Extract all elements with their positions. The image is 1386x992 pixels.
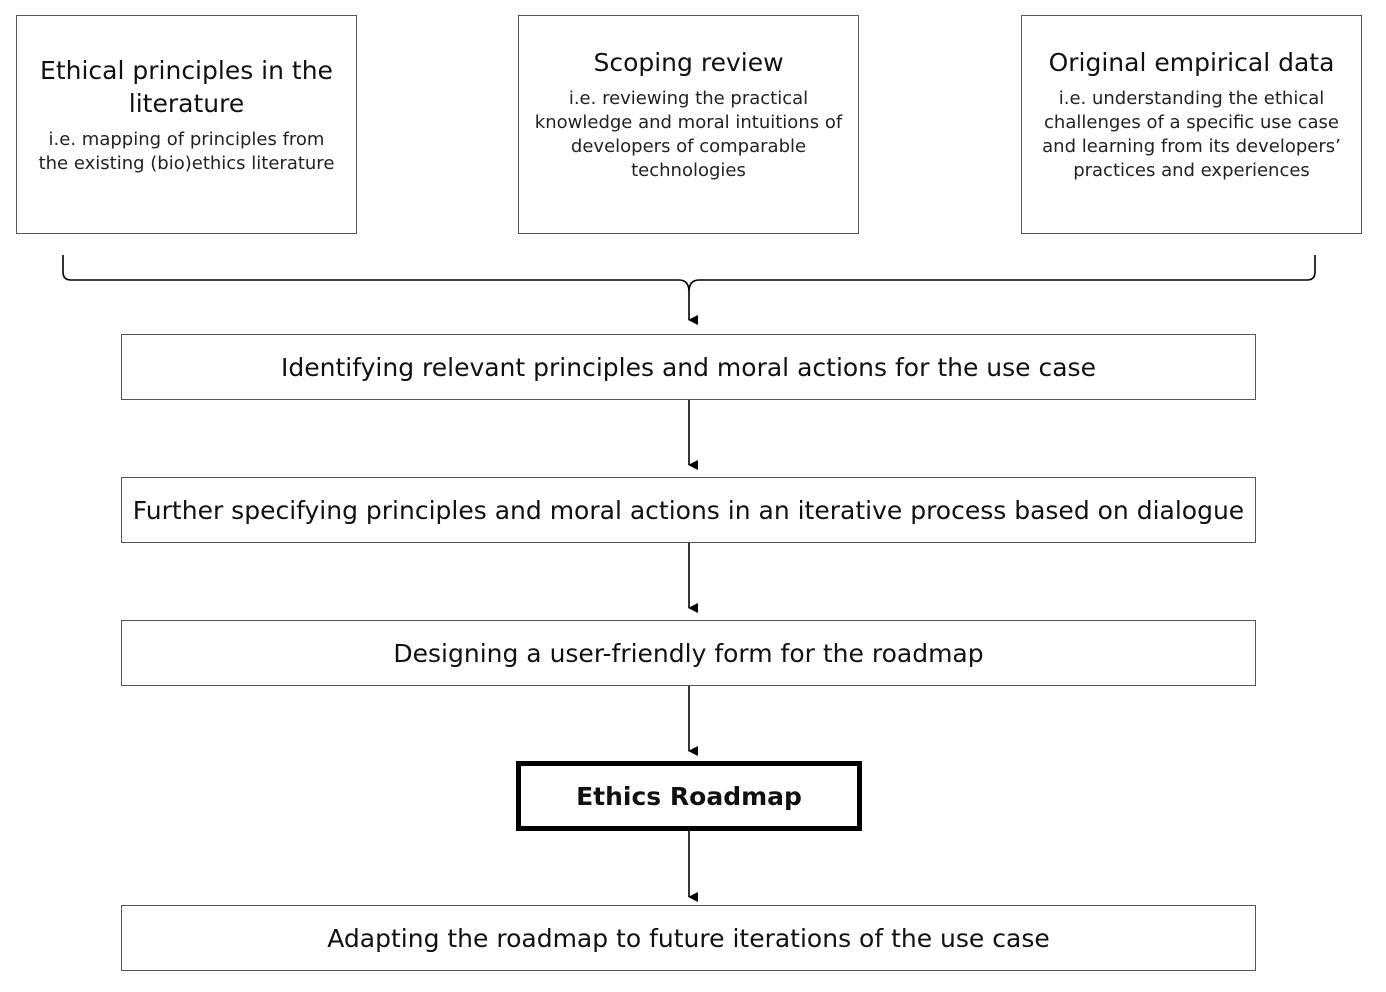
step-design-box: Designing a user-friendly form for the r… xyxy=(121,620,1256,686)
step-adapt-label: Adapting the roadmap to future iteration… xyxy=(327,923,1050,953)
step-identify-box: Identifying relevant principles and mora… xyxy=(121,334,1256,400)
ethics-roadmap-box: Ethics Roadmap xyxy=(516,761,862,831)
step-identify-label: Identifying relevant principles and mora… xyxy=(281,352,1096,382)
ethics-roadmap-label: Ethics Roadmap xyxy=(576,781,802,811)
step-design-label: Designing a user-friendly form for the r… xyxy=(393,638,984,668)
source-desc-empirical-data: i.e. understanding the ethical challenge… xyxy=(1042,88,1341,181)
source-box-literature: Ethical principles in the literature i.e… xyxy=(16,15,357,234)
source-title-empirical-data: Original empirical data xyxy=(1048,48,1335,77)
step-specify-box: Further specifying principles and moral … xyxy=(121,477,1256,543)
source-desc-scoping-review: i.e. reviewing the practical knowledge a… xyxy=(534,88,843,181)
step-specify-label: Further specifying principles and moral … xyxy=(132,495,1245,525)
source-title-literature: Ethical principles in the literature xyxy=(40,55,333,118)
source-box-empirical-data: Original empirical data i.e. understandi… xyxy=(1021,15,1362,234)
step-adapt-box: Adapting the roadmap to future iteration… xyxy=(121,905,1256,971)
source-desc-literature: i.e. mapping of principles from the exis… xyxy=(38,128,335,174)
source-title-scoping-review: Scoping review xyxy=(593,48,784,77)
source-box-scoping-review: Scoping review i.e. reviewing the practi… xyxy=(518,15,859,234)
merge-brace xyxy=(62,255,1316,293)
